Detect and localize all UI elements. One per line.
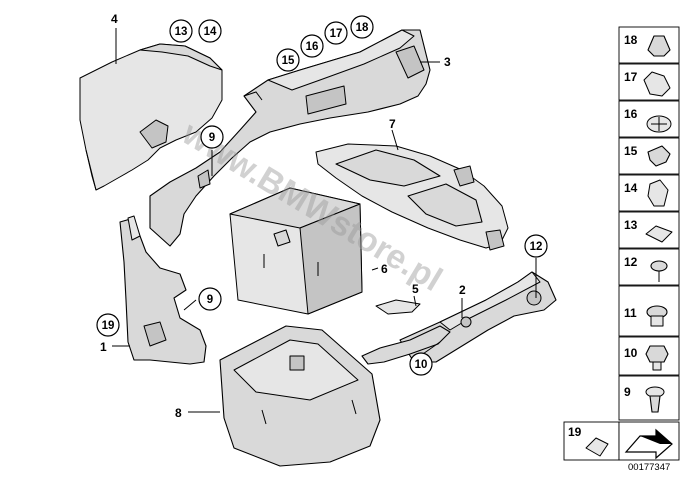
callout-16: 16	[300, 34, 324, 58]
label-part-1: 1	[100, 340, 107, 354]
callout-14-text: 14	[204, 26, 217, 38]
clip-part-13-icon	[645, 225, 673, 243]
legend-row-10-number: 10	[624, 346, 638, 360]
legend-row-13: 13	[618, 211, 680, 249]
callout-17: 17	[324, 21, 348, 45]
callout-13-text: 13	[175, 26, 188, 38]
callout-14: 14	[198, 19, 222, 43]
callout-12: 12	[524, 234, 548, 258]
legend-row-17-number: 17	[624, 70, 638, 84]
part-4-side-trim	[79, 43, 223, 191]
callout-16-text: 16	[306, 41, 319, 53]
callout-10: 10	[409, 352, 433, 376]
callout-19-text: 19	[102, 320, 115, 332]
part-5-bracket	[361, 299, 451, 365]
legend-row-19-number: 19	[568, 425, 582, 439]
legend-row-9: 9	[618, 375, 680, 421]
legend-row-17: 17	[618, 63, 680, 101]
clip-part-14-icon	[647, 179, 669, 207]
diagram-reference-number: 00177347	[628, 462, 670, 473]
legend-row-11: 11	[618, 285, 680, 337]
callout-15: 15	[276, 48, 300, 72]
legend-row-16-number: 16	[624, 107, 638, 121]
clip-part-17-icon	[643, 71, 671, 97]
callout-18-text: 18	[356, 22, 369, 34]
callout-17-text: 17	[330, 28, 343, 40]
part-1-side-bracket	[119, 215, 207, 365]
arrow-shade	[640, 430, 672, 444]
legend-row-12-number: 12	[624, 255, 638, 269]
small-parts-legend: 18 17 16 15 14 13	[563, 26, 680, 473]
label-part-4: 4	[111, 12, 118, 26]
callout-19: 19	[96, 313, 120, 337]
nut-10-icon	[645, 345, 669, 363]
callout-15-text: 15	[282, 55, 295, 67]
screw-12-icon	[650, 260, 668, 272]
callout-18: 18	[350, 15, 374, 39]
label-part-2: 2	[459, 283, 466, 297]
part-6-storage-box	[229, 187, 363, 315]
legend-row-15-number: 15	[624, 144, 638, 158]
label-part-3: 3	[444, 55, 451, 69]
callout-10-text: 10	[415, 359, 428, 371]
label-part-7: 7	[389, 117, 396, 131]
legend-row-16: 16	[618, 100, 680, 138]
callout-13: 13	[169, 19, 193, 43]
callout-9-upper-text: 9	[209, 132, 215, 144]
legend-row-9-number: 9	[624, 385, 631, 399]
leader-lines	[112, 28, 537, 413]
label-part-8: 8	[175, 406, 182, 420]
legend-row-11-number: 11	[624, 306, 637, 320]
label-part-6: 6	[381, 262, 388, 276]
callout-12-text: 12	[530, 241, 543, 253]
part-7-floor-tray	[315, 143, 509, 251]
legend-row-10: 10	[618, 336, 680, 376]
legend-row-13-number: 13	[624, 218, 638, 232]
legend-row-12: 12	[618, 248, 680, 286]
part-8-lower-tub	[219, 325, 381, 467]
callout-9-lower: 9	[198, 287, 222, 311]
part-3-rear-panel-trim	[149, 29, 431, 247]
label-part-5: 5	[412, 282, 419, 296]
legend-row-14-number: 14	[624, 181, 638, 195]
callout-9-lower-text: 9	[207, 294, 213, 306]
legend-row-18: 18	[618, 26, 680, 64]
washer-19-icon	[585, 437, 609, 457]
legend-row-15: 15	[618, 137, 680, 175]
legend-row-18-number: 18	[624, 33, 638, 47]
legend-row-19: 19	[563, 421, 680, 461]
knob-15-icon	[647, 145, 671, 167]
legend-row-14: 14	[618, 174, 680, 212]
callout-9-upper: 9	[200, 125, 224, 149]
clip-part-18-icon	[647, 35, 671, 57]
